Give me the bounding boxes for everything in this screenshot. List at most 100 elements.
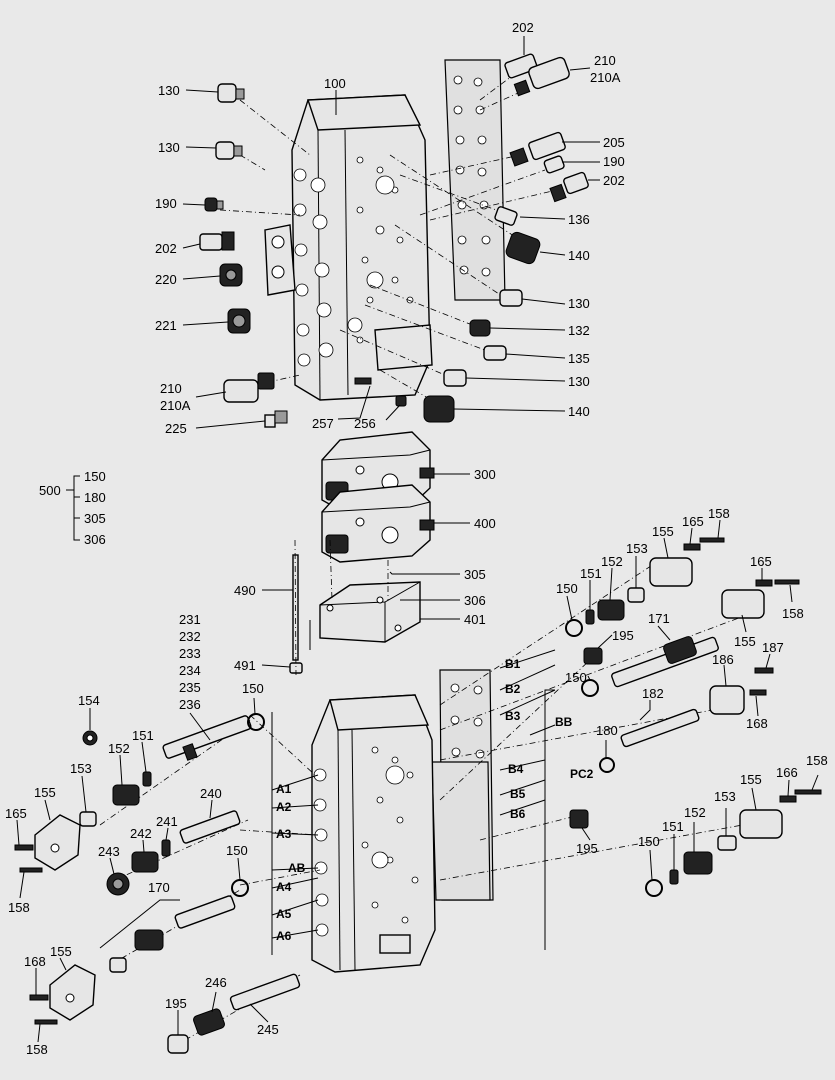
callout-165: 165: [682, 514, 704, 529]
callout-220: 220: [155, 272, 177, 287]
screw-158-d: [774, 579, 800, 585]
callout-231: 231: [179, 612, 201, 627]
screw-168-b: [749, 689, 767, 696]
end-plate-401: [319, 581, 421, 643]
callout-202: 202: [512, 20, 534, 35]
callout-170: 170: [148, 880, 170, 895]
callout-210A: 210A: [590, 70, 621, 85]
callout-186: 186: [712, 652, 734, 667]
valve-205: [509, 131, 566, 167]
callout-236: 236: [179, 697, 201, 712]
plug-130-a: [217, 83, 245, 103]
oring-150-a: [247, 713, 265, 731]
oring-180: [599, 757, 615, 773]
callout-241: 241: [156, 814, 178, 829]
tie-rod-490: [289, 539, 389, 676]
screw-158-c: [699, 537, 725, 543]
cap-155-d: [721, 589, 765, 619]
callout-labels: 100 130 130 190 202 220 221 210 210A 225…: [5, 20, 828, 1057]
screw-158-e: [794, 789, 822, 795]
screw-187: [754, 667, 774, 674]
leader-lines: [16, 36, 819, 1043]
port-B3: B3: [505, 709, 521, 723]
valve-202-b: [504, 53, 538, 79]
port-leaders: [271, 649, 556, 955]
lower-right-parts: [565, 537, 822, 897]
port-B4: B4: [508, 762, 524, 776]
oring-150-e: [645, 879, 663, 897]
callout-491: 491: [234, 658, 256, 673]
callout-234: 234: [179, 663, 201, 678]
spool-182: [620, 708, 700, 748]
callout-210: 210: [594, 53, 616, 68]
port-B5: B5: [510, 787, 526, 801]
callout-221: 221: [155, 318, 177, 333]
main-valve-block-upper: [264, 59, 506, 401]
callout-158: 158: [26, 1042, 48, 1057]
callout-256: 256: [354, 416, 376, 431]
washer-151-b: [585, 609, 595, 625]
callout-153: 153: [714, 789, 736, 804]
section-400: [321, 484, 435, 563]
callout-180: 180: [596, 723, 618, 738]
callout-132: 132: [568, 323, 590, 338]
callout-135: 135: [568, 351, 590, 366]
callout-190: 190: [603, 154, 625, 169]
plug-135: [483, 345, 507, 361]
screw-168-a: [29, 994, 49, 1001]
plug-190-b: [543, 155, 565, 174]
callout-154: 154: [78, 693, 100, 708]
cap-155-e: [739, 809, 783, 839]
plug-195-c: [569, 809, 589, 829]
plug-140-b: [423, 395, 455, 423]
callout-233: 233: [179, 646, 201, 661]
callout-150: 150: [84, 469, 106, 484]
callout-242: 242: [130, 826, 152, 841]
callout-305: 305: [464, 567, 486, 582]
callout-158: 158: [782, 606, 804, 621]
callout-153: 153: [626, 541, 648, 556]
spring-152-a: [112, 784, 140, 806]
callout-190: 190: [155, 196, 177, 211]
spool-245: [229, 973, 301, 1011]
callout-130: 130: [568, 374, 590, 389]
callout-490: 490: [234, 583, 256, 598]
callout-245: 245: [257, 1022, 279, 1037]
port-A5: A5: [276, 907, 292, 921]
callout-171: 171: [648, 611, 670, 626]
callout-155: 155: [50, 944, 72, 959]
callout-151: 151: [132, 728, 154, 743]
plug-195-b: [583, 647, 603, 665]
screw-158-b: [34, 1019, 58, 1025]
seat-170: [109, 957, 127, 973]
callout-240: 240: [200, 786, 222, 801]
callout-158: 158: [806, 753, 828, 768]
callout-195: 195: [612, 628, 634, 643]
callout-100: 100: [324, 76, 346, 91]
callout-306: 306: [464, 593, 486, 608]
callout-165: 165: [5, 806, 27, 821]
valve-202-c: [549, 171, 589, 203]
callout-243: 243: [98, 844, 120, 859]
plug-190-a: [204, 197, 224, 212]
port-A1: A1: [276, 782, 292, 796]
callout-152: 152: [108, 741, 130, 756]
callout-225: 225: [165, 421, 187, 436]
callout-151: 151: [662, 819, 684, 834]
callout-150: 150: [638, 834, 660, 849]
valve-202-a: [199, 231, 235, 251]
screw-165-b: [683, 543, 701, 551]
callout-182: 182: [642, 686, 664, 701]
callout-257: 257: [312, 416, 334, 431]
callout-158: 158: [708, 506, 730, 521]
plug-243: [106, 872, 130, 896]
sensor-225: [264, 410, 288, 428]
callout-155: 155: [740, 772, 762, 787]
port-BB: BB: [555, 715, 573, 729]
callout-158: 158: [8, 900, 30, 915]
cap-155-b: [49, 964, 96, 1021]
valve-220: [219, 263, 243, 287]
callout-401: 401: [464, 612, 486, 627]
port-labels: A1 A2 A3 AB A4 A5 A6 B1 B2 B3 BB PC2 B4 …: [276, 657, 594, 943]
